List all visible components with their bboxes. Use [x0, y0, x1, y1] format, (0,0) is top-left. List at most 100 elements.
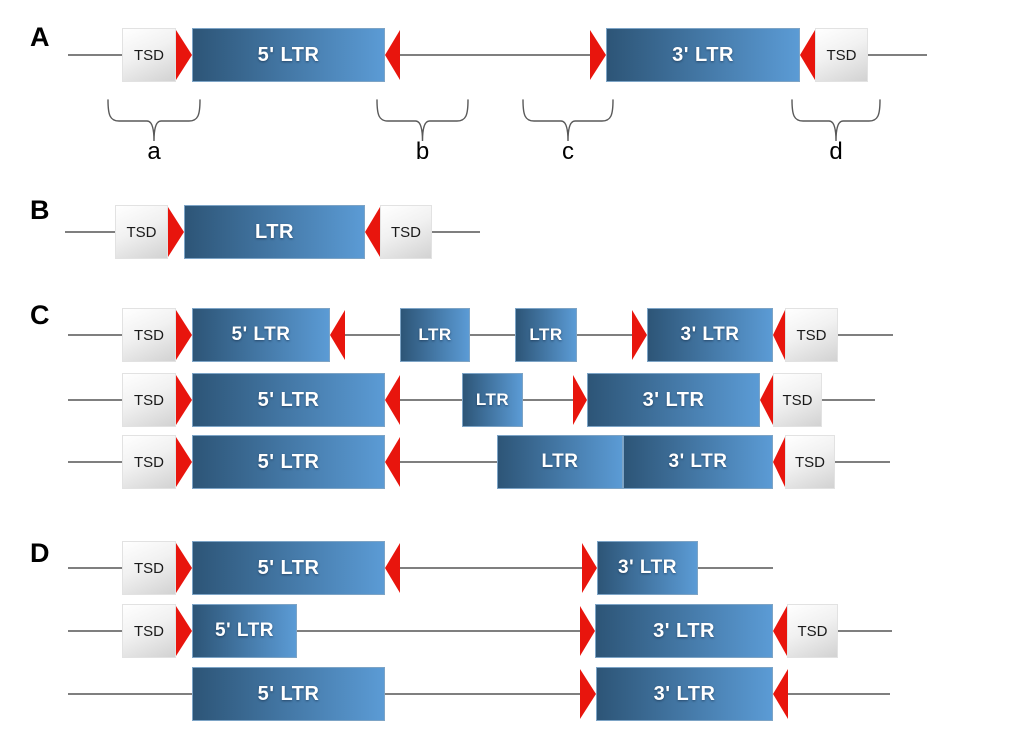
tsd-label: TSD: [826, 46, 857, 64]
red-triangle-right-icon: [176, 375, 192, 425]
ltr-label: LTR: [255, 220, 294, 243]
red-triangle-left-icon: [773, 437, 785, 487]
tsd-box: TSD: [815, 28, 868, 82]
tsd-label: TSD: [134, 326, 164, 344]
region-label-d: d: [829, 138, 843, 165]
red-triangle-right-icon: [590, 30, 606, 80]
underbrace-icon: [791, 99, 881, 142]
red-triangle-right-icon: [176, 30, 192, 80]
five-prime-ltr-box: 5' LTR: [192, 435, 385, 489]
three-prime-ltr-box: 3' LTR: [596, 667, 773, 721]
panel-label-d: D: [30, 538, 50, 568]
ltr-box: LTR: [497, 435, 623, 489]
genomic-dna-line: [345, 334, 400, 336]
ltr-box: LTR: [462, 373, 523, 427]
genomic-dna-line: [400, 567, 582, 569]
red-triangle-right-icon: [573, 375, 587, 425]
five-prime-ltr-box: 5' LTR: [192, 308, 330, 362]
genomic-dna-line: [68, 461, 122, 463]
tsd-box: TSD: [785, 308, 838, 362]
genomic-dna-line: [400, 54, 590, 56]
tsd-box: TSD: [122, 541, 176, 595]
five-prime-ltr-box: 5' LTR: [192, 541, 385, 595]
five-prime-ltr-box: 5' LTR: [192, 667, 385, 721]
tsd-label: TSD: [391, 223, 421, 241]
genomic-dna-line: [297, 630, 580, 632]
underbrace-icon: [376, 99, 469, 142]
tsd-box: TSD: [380, 205, 432, 259]
genomic-dna-line: [68, 399, 122, 401]
genomic-dna-line: [400, 461, 497, 463]
red-triangle-left-icon: [773, 669, 788, 719]
tsd-box: TSD: [122, 604, 176, 658]
red-triangle-right-icon: [168, 207, 184, 257]
three-prime-ltr-box: 3' LTR: [623, 435, 773, 489]
genomic-dna-line: [65, 231, 115, 233]
ltr-label: 3' LTR: [653, 682, 716, 705]
ltr-label: 5' LTR: [231, 324, 291, 345]
red-triangle-left-icon: [365, 207, 380, 257]
ltr-label: 5' LTR: [257, 682, 320, 705]
ltr-box: LTR: [400, 308, 470, 362]
tsd-box: TSD: [115, 205, 168, 259]
ltr-label: 3' LTR: [680, 324, 740, 345]
tsd-label: TSD: [795, 453, 825, 471]
genomic-dna-line: [68, 693, 192, 695]
genomic-dna-line: [822, 399, 875, 401]
region-label-c: c: [562, 138, 574, 165]
ltr-label: 3' LTR: [668, 451, 728, 472]
genomic-dna-line: [385, 693, 580, 695]
tsd-box: TSD: [122, 435, 176, 489]
red-triangle-right-icon: [632, 310, 647, 360]
ltr-label: 5' LTR: [257, 43, 320, 66]
ltr-box: LTR: [515, 308, 577, 362]
red-triangle-right-icon: [580, 606, 595, 656]
genomic-dna-line: [577, 334, 632, 336]
genomic-dna-line: [698, 567, 773, 569]
genomic-dna-line: [838, 334, 893, 336]
five-prime-ltr-box: 5' LTR: [192, 604, 297, 658]
underbrace-icon: [522, 99, 614, 142]
ltr-label: 5' LTR: [257, 388, 320, 411]
ltr-label: LTR: [475, 390, 510, 409]
red-triangle-right-icon: [176, 437, 192, 487]
genomic-dna-line: [68, 334, 122, 336]
genomic-dna-line: [835, 461, 890, 463]
panel-label-b: B: [30, 195, 50, 225]
tsd-box: TSD: [122, 28, 176, 82]
ltr-label: 3' LTR: [653, 619, 715, 642]
tsd-label: TSD: [134, 622, 164, 640]
ltr-label: 3' LTR: [672, 43, 734, 66]
tsd-box: TSD: [122, 373, 176, 427]
red-triangle-left-icon: [330, 310, 345, 360]
underbrace-icon: [107, 99, 201, 142]
three-prime-ltr-box: 3' LTR: [587, 373, 760, 427]
genomic-dna-line: [868, 54, 927, 56]
tsd-label: TSD: [797, 622, 828, 640]
ltr-label: LTR: [529, 325, 563, 344]
tsd-box: TSD: [787, 604, 838, 658]
ltr-label: LTR: [418, 325, 452, 344]
red-triangle-left-icon: [760, 375, 773, 425]
panel-label-a: A: [30, 22, 50, 52]
ltr-label: 3' LTR: [618, 557, 677, 578]
genomic-dna-line: [68, 630, 122, 632]
ltr-label: LTR: [541, 451, 579, 472]
five-prime-ltr-box: 5' LTR: [192, 373, 385, 427]
red-triangle-right-icon: [176, 606, 192, 656]
three-prime-ltr-box: 3' LTR: [595, 604, 773, 658]
region-label-a: a: [147, 138, 161, 165]
tsd-box: TSD: [122, 308, 176, 362]
red-triangle-right-icon: [580, 669, 596, 719]
tsd-label: TSD: [134, 559, 164, 577]
red-triangle-left-icon: [800, 30, 815, 80]
red-triangle-left-icon: [773, 606, 787, 656]
genomic-dna-line: [432, 231, 480, 233]
red-triangle-left-icon: [385, 437, 400, 487]
tsd-box: TSD: [785, 435, 835, 489]
ltr-label: 5' LTR: [257, 450, 320, 473]
tsd-label: TSD: [782, 391, 813, 409]
tsd-label: TSD: [796, 326, 827, 344]
red-triangle-right-icon: [582, 543, 597, 593]
